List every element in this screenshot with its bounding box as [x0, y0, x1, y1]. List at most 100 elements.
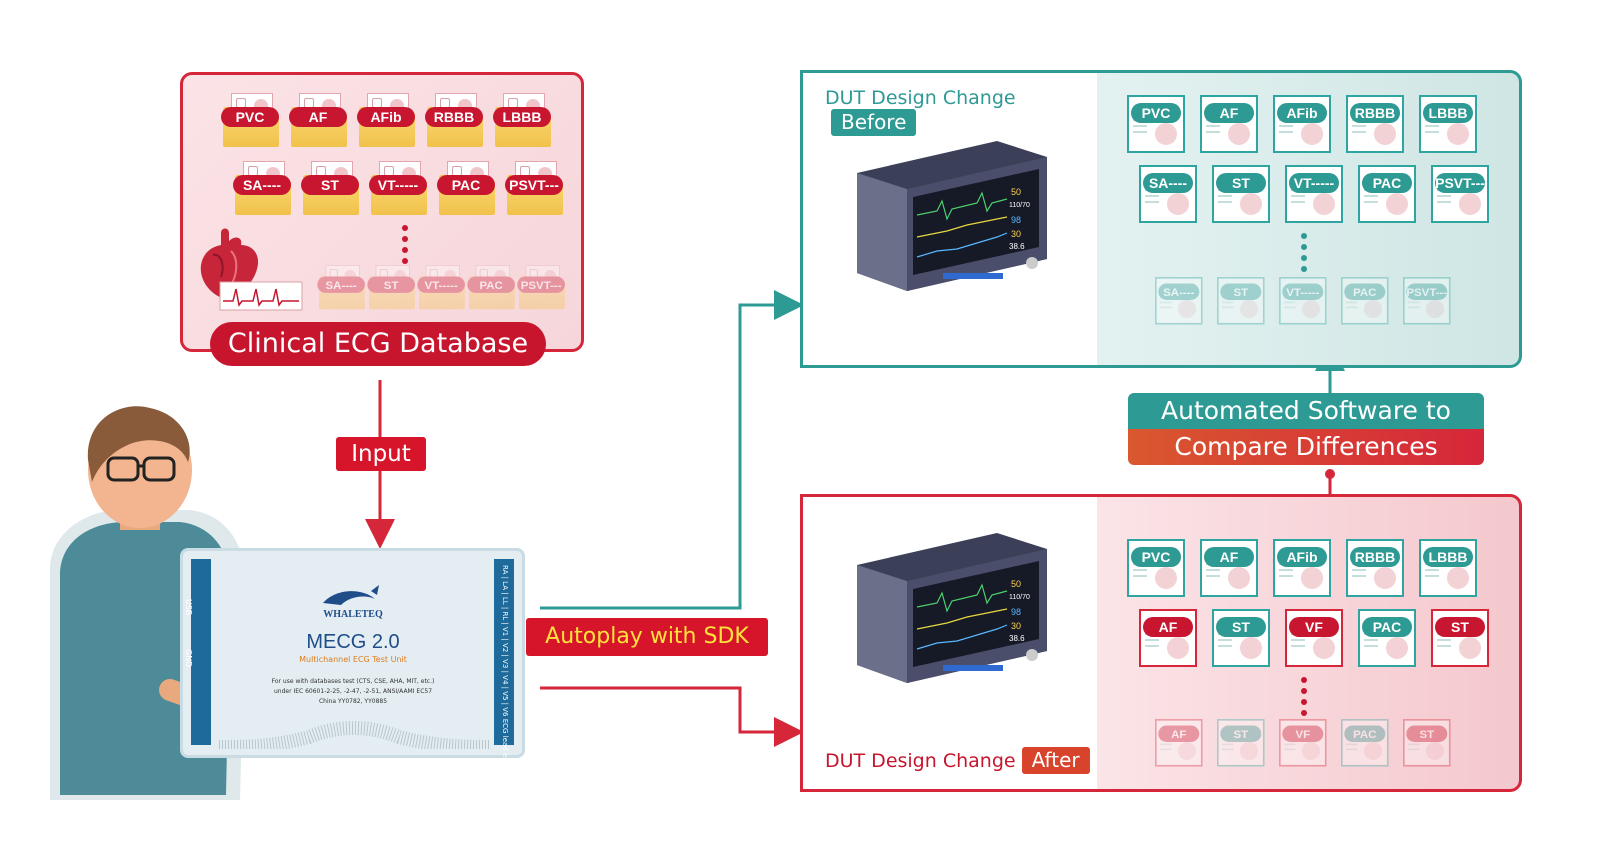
result-label: AFib [1277, 547, 1327, 567]
dut-before-caption: DUT Design ChangeBefore [825, 87, 1103, 136]
device-note-2: under IEC 60601-2-25, -2-47, -2-51, ANSI… [273, 688, 433, 695]
result-label: ST [1220, 283, 1262, 300]
monitor-value: 38.6 [1009, 242, 1025, 251]
result-label: VT----- [1289, 173, 1339, 193]
after-results-panel: PVC AF AFib RBBB LBBB AF ST VF PAC ST AF… [1097, 494, 1522, 792]
result-card: RBBB [1346, 95, 1404, 153]
result-card: LBBB [1419, 539, 1477, 597]
result-label: PAC [1362, 617, 1412, 637]
result-label: AF [1143, 617, 1193, 637]
device-right-strip: RA | LA | LL | RL | V1 | V2 | V3 | V4 | … [494, 559, 514, 789]
ecg-folder: AFib [357, 93, 415, 147]
monitor-value: 110/70 [1009, 594, 1030, 601]
result-card: PVC [1127, 95, 1185, 153]
result-label: ST [1216, 173, 1266, 193]
result-card-changed: VF [1279, 719, 1327, 767]
result-card: ST [1217, 719, 1265, 767]
device-note-1: For use with databases test (CTS, CSE, A… [271, 678, 435, 685]
ecg-folder: AF [289, 93, 347, 147]
before-results-panel: PVC AF AFib RBBB LBBB SA---- ST VT----- … [1097, 70, 1522, 368]
device-left-strip: USB GND [184, 559, 211, 745]
folder-label: PSVT--- [517, 276, 565, 293]
folder-label: PAC [437, 175, 495, 195]
folder-label: PSVT--- [505, 175, 563, 195]
result-card: PAC [1341, 719, 1389, 767]
device-to-before-arrow [540, 290, 804, 610]
result-card: PSVT--- [1403, 277, 1451, 325]
result-label: AF [1204, 103, 1254, 123]
result-card: ST [1212, 165, 1270, 223]
result-label: ST [1406, 725, 1448, 742]
device-brand: WHALETEQ [323, 609, 383, 620]
result-label: VF [1282, 725, 1324, 742]
result-label: RBBB [1350, 103, 1400, 123]
waveform-decoration [219, 721, 489, 749]
monitor-value: 50 [1011, 187, 1021, 197]
result-label: SA---- [1158, 283, 1200, 300]
folder-label: AF [289, 107, 347, 127]
result-label: SA---- [1143, 173, 1193, 193]
result-label: PAC [1344, 725, 1386, 742]
folder-label: VT----- [417, 276, 465, 293]
folder-label: PVC [221, 107, 279, 127]
monitor-value: 30 [1011, 229, 1021, 239]
result-label: PSVT--- [1435, 173, 1485, 193]
result-card: VT----- [1285, 165, 1343, 223]
result-label: PAC [1344, 283, 1386, 300]
folder-label: ST [367, 276, 415, 293]
database-title: Clinical ECG Database [210, 322, 546, 366]
ecg-folder: RBBB [425, 93, 483, 147]
result-label: VT----- [1282, 283, 1324, 300]
result-card: ST [1217, 277, 1265, 325]
ecg-folder: SA---- [233, 161, 291, 215]
folder-label: LBBB [493, 107, 551, 127]
result-card: SA---- [1139, 165, 1197, 223]
result-label: ST [1220, 725, 1262, 742]
result-label: VF [1289, 617, 1339, 637]
result-label: PAC [1362, 173, 1412, 193]
ecg-folder: PVC [221, 93, 279, 147]
clinical-ecg-database-panel: PVC AF AFib RBBB LBBB SA---- ST VT----- … [180, 72, 584, 352]
input-label: Input [336, 437, 426, 471]
monitor-value: 30 [1011, 621, 1021, 631]
device-note-3: China YY0782, YY0885 [318, 698, 388, 705]
sdk-label: Autoplay with SDK [526, 618, 768, 656]
before-badge: Before [831, 109, 917, 136]
result-card-changed: VF [1285, 609, 1343, 667]
more-dots [402, 225, 408, 269]
more-dots [1301, 677, 1307, 721]
result-label: PVC [1131, 547, 1181, 567]
monitor-value: 110/70 [1009, 202, 1030, 209]
whale-logo-icon [323, 585, 379, 605]
result-card: RBBB [1346, 539, 1404, 597]
folder-label: AFib [357, 107, 415, 127]
result-card-changed: AF [1139, 609, 1197, 667]
lead-label: RA | LA | LL | RL | V1 | V2 | V3 | V4 | … [501, 565, 509, 790]
ecg-folder: ST [367, 265, 415, 310]
ecg-strip-icon [219, 281, 303, 311]
mecg-device: USB GND RA | LA | LL | RL | V1 | V2 | V3… [180, 548, 525, 789]
compare-label-bottom: Compare Differences [1128, 429, 1484, 465]
more-dots [1301, 233, 1307, 277]
result-label: LBBB [1423, 547, 1473, 567]
result-card: VT----- [1279, 277, 1327, 325]
ecg-folder: PSVT--- [517, 265, 565, 310]
result-label: ST [1435, 617, 1485, 637]
ecg-folder: ST [301, 161, 359, 215]
result-card: PAC [1358, 609, 1416, 667]
ecg-folder: SA---- [317, 265, 365, 310]
result-card: AFib [1273, 95, 1331, 153]
result-label: AFib [1277, 103, 1327, 123]
dut-before-text: DUT Design Change [825, 87, 1016, 109]
result-card-changed: ST [1403, 719, 1451, 767]
result-label: PSVT--- [1406, 283, 1448, 300]
result-card: PVC [1127, 539, 1185, 597]
monitor-value: 38.6 [1009, 634, 1025, 643]
ecg-folder: LBBB [493, 93, 551, 147]
device-model: MECG 2.0 [306, 631, 400, 653]
patient-monitor-icon: 50 110/70 98 30 38.6 [857, 533, 1047, 683]
result-card: AF [1200, 95, 1258, 153]
ecg-folder: PAC [467, 265, 515, 310]
